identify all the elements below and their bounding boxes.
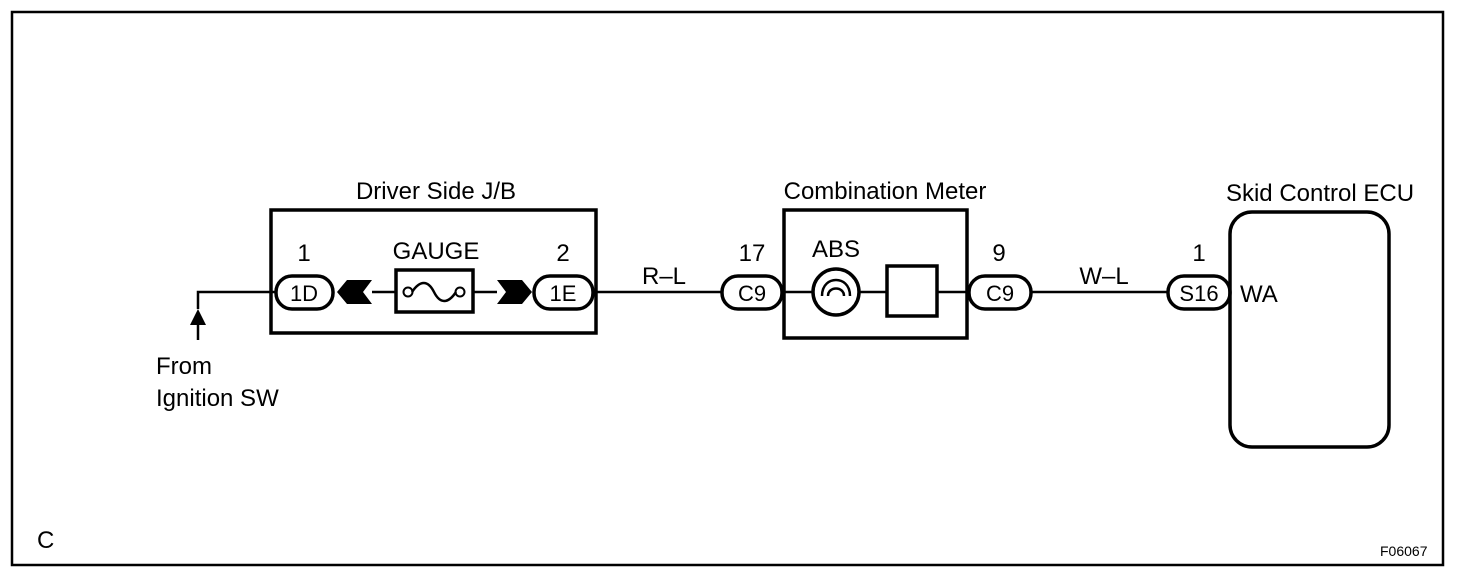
connector-1d xyxy=(274,274,335,311)
source-wire xyxy=(196,290,276,309)
meter-circuit-box xyxy=(885,264,939,318)
abs-lamp-icon xyxy=(811,267,861,317)
corner-code: C xyxy=(37,527,54,554)
jb-right-pin: 2 xyxy=(556,240,569,267)
source-label-line2: Ignition SW xyxy=(156,385,279,412)
meter-out-pin: 9 xyxy=(992,240,1005,267)
chevron-right-icon xyxy=(497,280,532,304)
ecu-title: Skid Control ECU xyxy=(1226,180,1414,207)
ecu-pin: 1 xyxy=(1192,240,1205,267)
connector-1e xyxy=(532,274,595,311)
connector-c9-in xyxy=(720,274,784,311)
connector-s16-label: S16 xyxy=(1179,281,1218,306)
source-label-line1: From xyxy=(156,353,212,380)
connector-c9-out-label: C9 xyxy=(986,281,1014,306)
abs-lamp-label: ABS xyxy=(812,236,860,263)
jb-left-pin: 1 xyxy=(297,240,310,267)
chevron-left-icon xyxy=(337,280,372,304)
wire-r-l-label: R–L xyxy=(642,263,686,290)
combination-meter: Combination Meter 17 C9 ABS 9 C9 xyxy=(720,178,1033,340)
lamp-filament xyxy=(820,278,852,297)
ignition-source: From Ignition SW xyxy=(156,290,279,412)
figure-id: F06067 xyxy=(1380,543,1428,559)
jb-title: Driver Side J/B xyxy=(356,178,516,205)
connector-c9-in-label: C9 xyxy=(738,281,766,306)
skid-control-ecu: Skid Control ECU 1 S16 WA xyxy=(1166,180,1414,449)
wire-w-l-label: W–L xyxy=(1079,263,1128,290)
meter-title: Combination Meter xyxy=(784,178,987,205)
up-arrow-icon xyxy=(190,309,206,325)
fuse-terminal-right xyxy=(454,286,466,298)
figure-frame xyxy=(10,10,1445,567)
connector-1d-label: 1D xyxy=(290,281,318,306)
fuse-label: GAUGE xyxy=(393,238,480,265)
meter-box xyxy=(782,208,969,340)
meter-in-pin: 17 xyxy=(739,240,766,267)
connector-s16 xyxy=(1166,274,1232,311)
ecu-terminal-wa: WA xyxy=(1240,281,1278,308)
jb-box xyxy=(269,208,598,335)
fuse-terminal-left xyxy=(402,286,414,298)
driver-side-jb: Driver Side J/B 1 1D GAUGE 2 1E xyxy=(269,178,598,335)
ecu-box xyxy=(1228,210,1391,449)
connector-1e-label: 1E xyxy=(550,281,577,306)
fuse-icon xyxy=(410,281,458,303)
